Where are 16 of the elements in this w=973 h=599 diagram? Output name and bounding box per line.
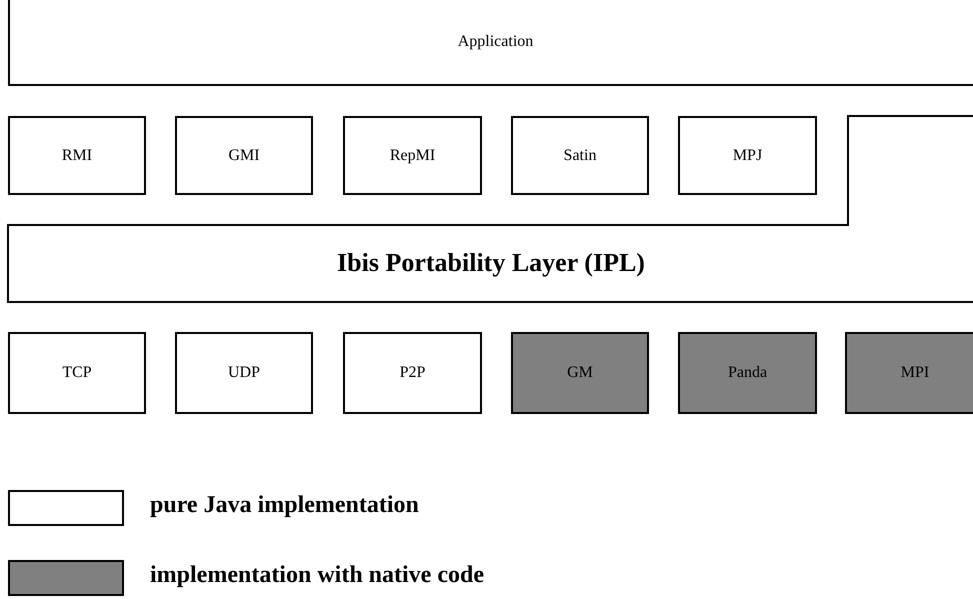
legend-label: implementation with native code xyxy=(150,562,484,589)
transport-box: P2P xyxy=(343,332,482,414)
transport-box: TCP xyxy=(8,332,146,414)
legend-label: pure Java implementation xyxy=(150,492,419,519)
layer-title: Ibis Portability Layer (IPL) xyxy=(336,248,646,278)
transport-box: GM xyxy=(511,332,649,414)
protocol-box: GMI xyxy=(175,116,313,195)
protocol-box: RMI xyxy=(8,116,146,195)
transport-box: Panda xyxy=(678,332,817,414)
transport-box: UDP xyxy=(175,332,313,414)
protocol-box: Satin xyxy=(511,116,649,195)
application-layer: Application xyxy=(8,0,973,86)
protocol-box: RepMI xyxy=(343,116,482,195)
transport-box: MPI xyxy=(845,332,973,414)
protocol-box: MPJ xyxy=(678,116,817,195)
portability-layer xyxy=(7,115,973,304)
